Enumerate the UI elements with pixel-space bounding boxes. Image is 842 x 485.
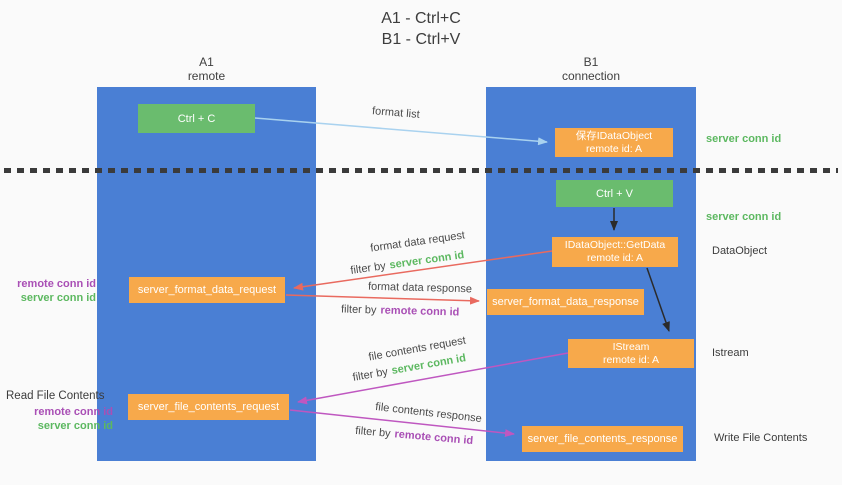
label-dataobject: DataObject <box>712 245 768 257</box>
label-server-conn-id-bottom-left: server conn id <box>37 420 113 432</box>
label-write-file-contents: Write File Contents <box>714 432 808 444</box>
lane-a1-name: A1 <box>199 55 214 69</box>
label-remote-conn-id-mid-left: remote conn id <box>17 278 96 290</box>
node-istream: IStream remote id: A <box>568 339 694 368</box>
node-ctrl-v: Ctrl + V <box>556 180 673 207</box>
filter-key-server-conn-id-1: server conn id <box>388 249 465 272</box>
label-file-contents-response: file contents response <box>374 400 483 426</box>
label-read-file-contents: Read File Contents <box>6 390 105 402</box>
lane-a1-role: remote <box>187 69 226 83</box>
node-server-file-contents-response: server_file_contents_response <box>522 426 683 452</box>
node-istream-line1: IStream <box>612 340 650 353</box>
filter-prefix-1: filter by <box>349 260 387 277</box>
phase-separator-dotted-line <box>4 168 838 173</box>
node-server-file-contents-request: server_file_contents_request <box>128 394 289 420</box>
node-server-format-data-request-label: server_format_data_request <box>137 284 277 296</box>
node-save-idataobject-line1: 保存IDataObject <box>575 129 653 142</box>
filter-key-remote-conn-id-1: remote conn id <box>380 304 460 319</box>
node-server-format-data-request: server_format_data_request <box>129 277 285 303</box>
lane-b1-name: B1 <box>583 55 599 69</box>
node-ctrl-v-label: Ctrl + V <box>596 187 633 200</box>
label-server-conn-id-mid: server conn id <box>706 211 782 223</box>
node-server-file-contents-request-label: server_file_contents_request <box>137 401 280 413</box>
label-server-conn-id-mid-left: server conn id <box>20 292 96 304</box>
label-server-conn-id-top: server conn id <box>706 133 782 145</box>
node-save-idataobject: 保存IDataObject remote id: A <box>555 128 673 157</box>
label-format-list: format list <box>371 105 421 121</box>
label-istream: Istream <box>712 347 749 359</box>
node-istream-line2: remote id: A <box>602 353 660 366</box>
label-remote-conn-id-bottom-left: remote conn id <box>34 406 113 418</box>
filter-key-remote-conn-id-2: remote conn id <box>394 428 474 448</box>
filter-prefix-2: filter by <box>340 303 377 317</box>
node-idataobject-getdata: IDataObject::GetData remote id: A <box>552 237 678 267</box>
filter-prefix-3: filter by <box>351 365 389 384</box>
node-idataobject-getdata-line1: IDataObject::GetData <box>564 239 666 251</box>
lane-header-a1: A1 remote <box>97 55 316 83</box>
node-server-format-data-response: server_format_data_response <box>487 289 644 315</box>
label-format-data-response: format data response <box>367 280 473 296</box>
label-group-bottom-left: remote conn id server conn id <box>0 405 113 433</box>
node-ctrl-c-label: Ctrl + C <box>177 112 216 125</box>
node-save-idataobject-line2: remote id: A <box>585 142 643 155</box>
node-ctrl-c: Ctrl + C <box>138 104 255 133</box>
diagram-title: A1 - Ctrl+C B1 - Ctrl+V <box>0 8 842 50</box>
title-line-1: A1 - Ctrl+C <box>381 10 461 27</box>
node-server-file-contents-response-label: server_file_contents_response <box>527 433 678 445</box>
filter-prefix-4: filter by <box>354 424 392 440</box>
label-group-mid-left: remote conn id server conn id <box>0 277 96 305</box>
node-idataobject-getdata-line2: remote id: A <box>586 252 644 264</box>
lane-b1-role: connection <box>561 69 621 83</box>
title-line-2: B1 - Ctrl+V <box>381 31 461 48</box>
node-server-format-data-response-label: server_format_data_response <box>492 296 639 308</box>
lane-header-b1: B1 connection <box>486 55 696 83</box>
